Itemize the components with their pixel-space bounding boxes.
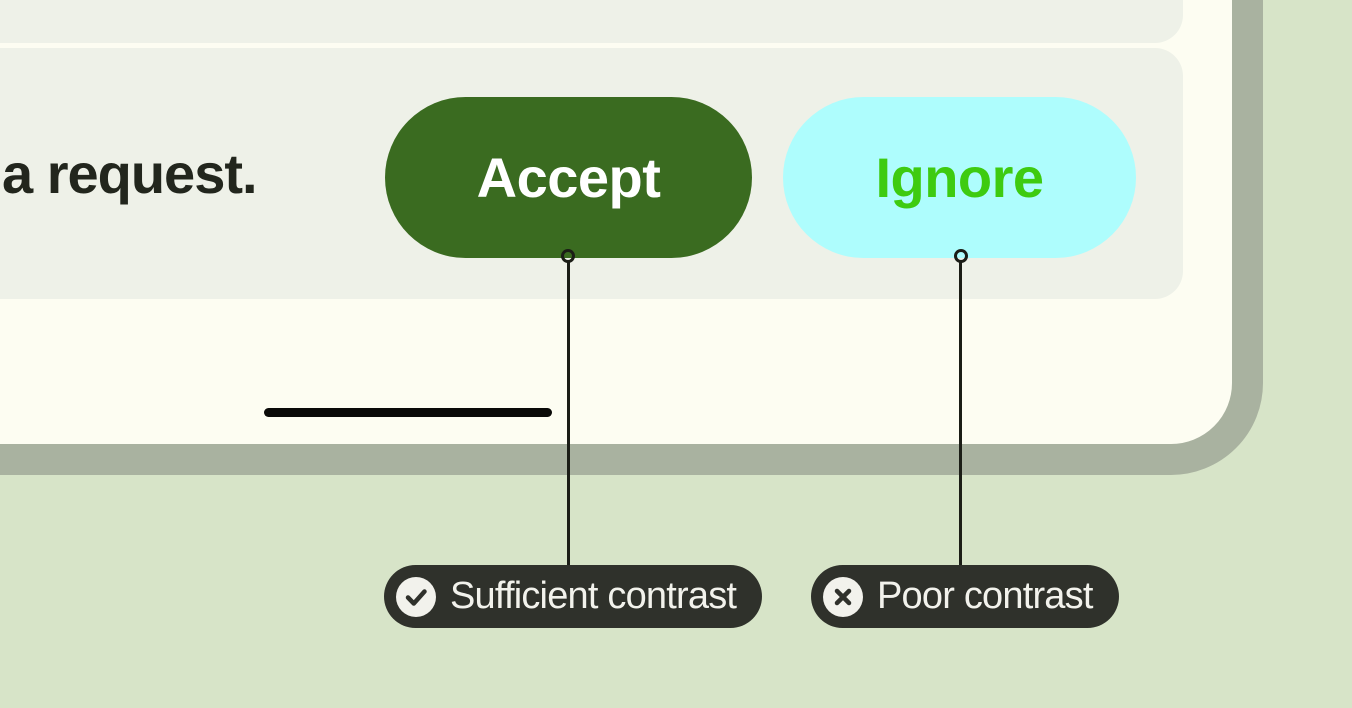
notification-panel-top xyxy=(0,0,1183,43)
accept-button[interactable]: Accept xyxy=(385,97,752,258)
sufficient-contrast-callout: Sufficient contrast xyxy=(384,565,763,628)
ignore-connector-line xyxy=(959,262,962,566)
poor-contrast-callout: Poor contrast xyxy=(811,565,1119,628)
home-indicator-bar xyxy=(264,408,552,417)
ignore-button[interactable]: Ignore xyxy=(783,97,1136,258)
accept-connector-ring xyxy=(561,249,575,263)
notification-message: a request. xyxy=(2,142,258,205)
ignore-connector-ring xyxy=(954,249,968,263)
x-icon xyxy=(823,576,863,617)
poor-contrast-label: Poor contrast xyxy=(877,575,1093,617)
sufficient-contrast-label: Sufficient contrast xyxy=(450,575,737,617)
accept-connector-line xyxy=(567,262,570,566)
check-icon xyxy=(396,576,436,617)
